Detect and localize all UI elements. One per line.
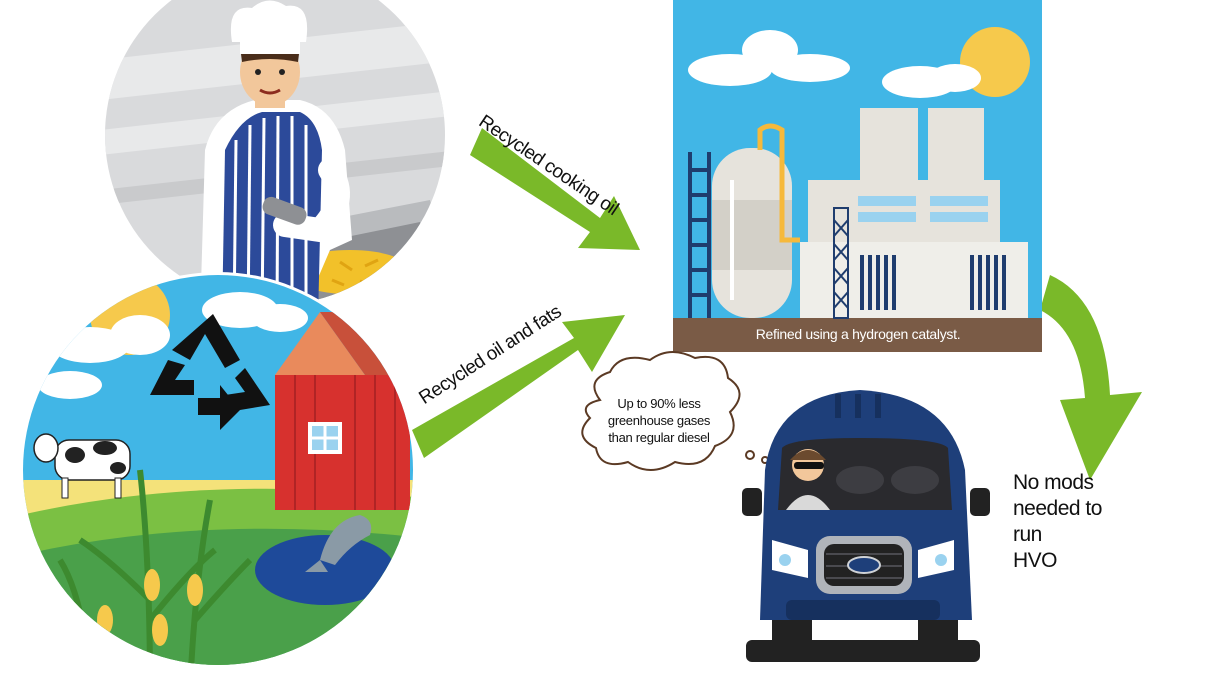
refinery-illustration	[673, 0, 1042, 352]
thought-line-3: than regular diesel	[608, 430, 710, 445]
van-illustration	[742, 390, 990, 662]
fish-icon	[305, 515, 372, 572]
farm-illustration	[20, 272, 416, 668]
ford-logo-icon	[847, 556, 881, 574]
arrow-cooking-oil	[470, 128, 640, 250]
refinery-caption: Refined using a hydrogen catalyst.	[755, 326, 961, 342]
recycle-icon	[150, 314, 270, 430]
no-mods-line-2: needed to run	[1013, 497, 1102, 546]
no-mods-note: No mods needed to run HVO	[1013, 470, 1133, 574]
arrow-oil-fats	[412, 315, 625, 458]
thought-line-2: greenhouse gases	[607, 413, 711, 428]
arrow-to-van	[1040, 275, 1142, 480]
thought-line-1: Up to 90% less	[617, 396, 701, 411]
no-mods-line-1: No mods	[1013, 471, 1094, 494]
thought-bubble	[581, 351, 769, 471]
chef-illustration	[103, 0, 447, 307]
no-mods-line-3: HVO	[1013, 549, 1058, 572]
cow-icon	[33, 433, 131, 499]
thought-bubble-text: Up to 90% less greenhouse gases than reg…	[592, 395, 726, 446]
